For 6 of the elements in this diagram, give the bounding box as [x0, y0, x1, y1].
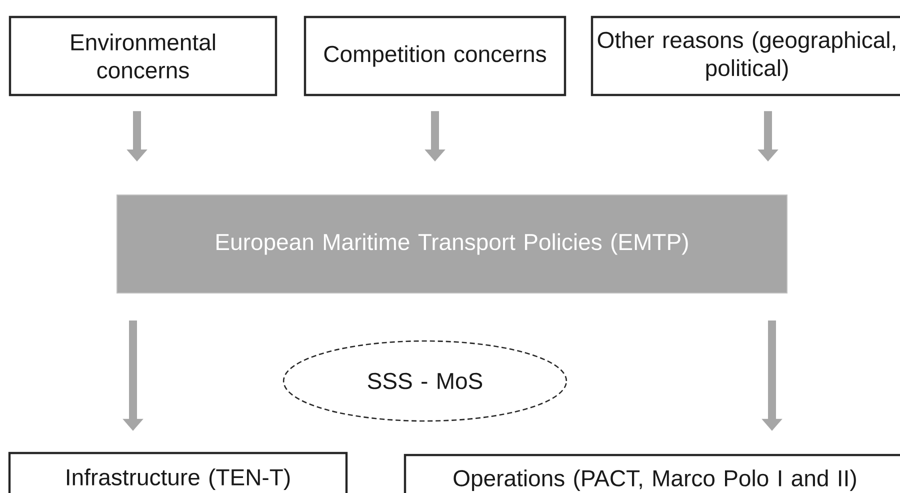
text-box: Competition concerns — [304, 16, 566, 96]
text-box: Other reasons (geographical, political) — [590, 16, 900, 96]
text-box: Infrastructure (TEN-T) — [8, 452, 348, 493]
text-box: Operations (PACT, Marco Polo I and II) — [404, 454, 900, 493]
text-box: Environmental concerns — [8, 16, 278, 96]
policy-box: European Maritime Transport Policies (EMTP) — [116, 194, 788, 294]
